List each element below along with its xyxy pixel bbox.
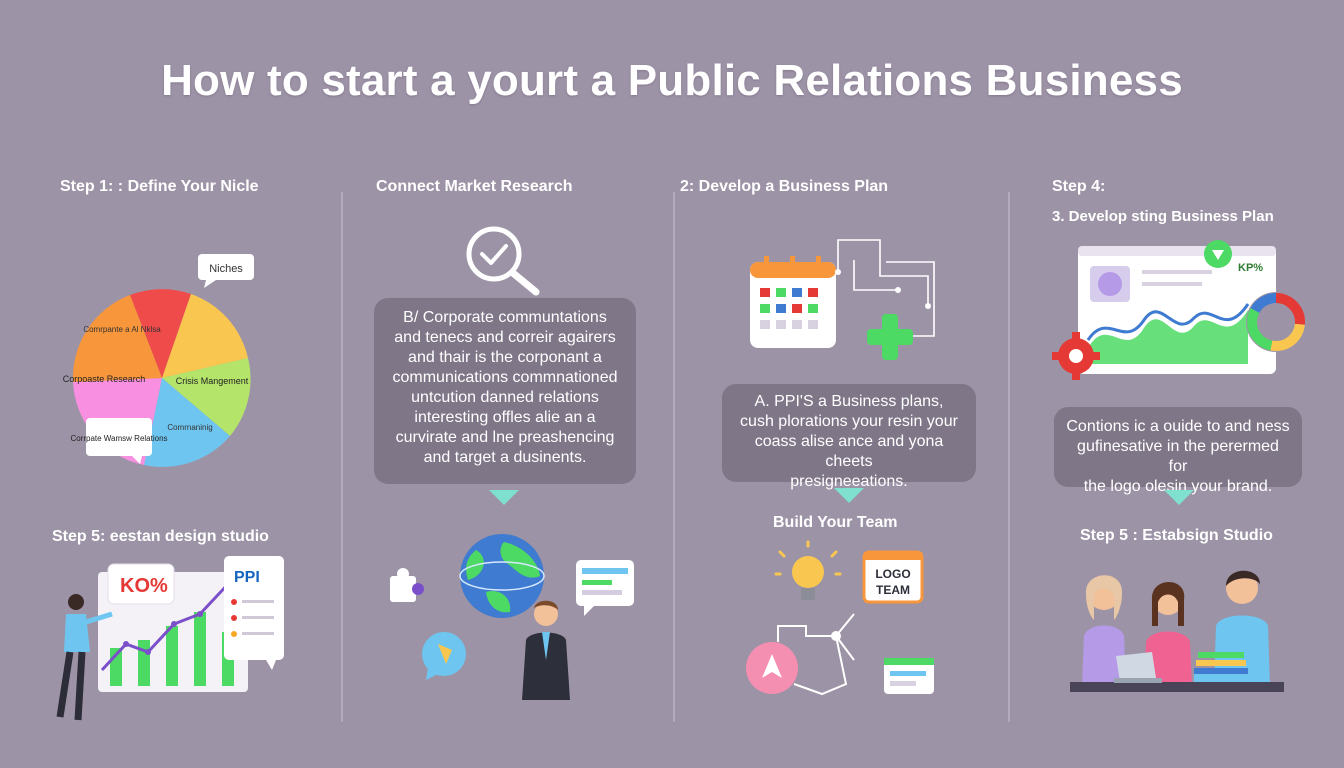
step-5-heading-left: Step 5: eestan design studio	[52, 528, 269, 545]
column-divider-3	[1008, 192, 1010, 722]
step-4-label: Step 4:	[1052, 178, 1106, 195]
step-5-heading-right: Step 5 : Estabsign Studio	[1080, 527, 1273, 544]
bubble-line: the logo olesin your brand.	[1083, 478, 1273, 495]
bubble-line: B/ Corporate communtations	[403, 309, 607, 326]
logo-card-icon: LOGO TEAM	[862, 550, 924, 604]
chat-bubble-icon	[422, 632, 466, 680]
pie-label-1: Comrpante a Al Nklsa	[83, 325, 161, 334]
donut-chart-icon	[1246, 292, 1306, 352]
step-1-heading: Step 1: : Define Your Nicle	[60, 178, 259, 195]
bubble-line: and thair is the corponant a	[408, 349, 602, 366]
logo-text: LOGO	[875, 567, 910, 581]
lightbulb-icon	[774, 540, 842, 600]
arrow-up-icon	[746, 642, 798, 694]
business-plan-bubble: A. PPI'S a Business plans, cush ploratio…	[722, 384, 976, 490]
pie-label-4: Comrnaninig	[167, 423, 212, 432]
ppi-card-text: PPI	[234, 569, 260, 586]
pie-label-3: Crisis Mangement	[176, 376, 249, 386]
calendar-icon	[750, 239, 935, 360]
pie-label-2: Corpoaste Research	[63, 374, 146, 384]
page-title: How to start a yourt a Public Relations …	[161, 56, 1183, 105]
build-team-heading: Build Your Team	[773, 514, 898, 531]
network-icon	[777, 613, 855, 696]
market-research-illustration	[390, 534, 634, 700]
bubble-line: Contions ic a ouide to and ness	[1066, 418, 1290, 435]
laptop-icon	[1114, 652, 1162, 683]
bubble-line: presigneeations.	[790, 473, 908, 490]
bubble-line: gufinesative in the perermed for	[1077, 438, 1279, 475]
chat-window-icon	[576, 560, 634, 616]
kpi-label: KP%	[1238, 262, 1263, 274]
bubble-line: coass alise ance and yona cheets	[754, 433, 944, 470]
businessman-icon	[522, 600, 570, 700]
magnifier-check-icon	[466, 226, 540, 296]
globe-icon	[459, 534, 545, 618]
brand-guide-bubble: Contions ic a ouide to and ness gufinesa…	[1054, 407, 1302, 495]
business-plan-heading: 2: Develop a Business Plan	[680, 178, 889, 195]
column-divider-2	[673, 192, 675, 722]
market-research-bubble: B/ Corporate communtations and tenecs an…	[374, 298, 636, 484]
build-team-illustration: LOGO TEAM	[746, 540, 934, 696]
gear-icon	[1052, 332, 1100, 380]
pie-label-5: Corrpate Wamsw Relations	[70, 434, 167, 443]
pie-label-niches: Niches	[209, 263, 243, 275]
pointer-arrow	[1164, 490, 1194, 505]
bubble-line: and tenecs and correir agairers	[394, 329, 616, 346]
team-icon	[1070, 570, 1284, 692]
pointer-arrow	[834, 488, 864, 503]
pointer-arrow	[489, 490, 519, 505]
pie-chart-icon: Niches Comrpante a Al Nklsa Corpoaste Re…	[63, 254, 254, 467]
kpi-card-text: KO%	[120, 575, 168, 597]
bubble-line: interesting offles alie an a	[414, 409, 596, 426]
bubble-line: and target a dusinents.	[423, 449, 587, 466]
presenter-icon	[56, 594, 113, 721]
team-text: TEAM	[876, 583, 910, 597]
browser-window-icon	[884, 658, 934, 694]
bubble-line: cush plorations your resin your	[740, 413, 958, 430]
bubble-line: curvirate and lne preashencing	[395, 429, 615, 446]
puzzle-icon	[390, 568, 424, 602]
column-divider-1	[341, 192, 343, 722]
step-4-heading: 3. Develop sting Business Plan	[1052, 208, 1274, 225]
document-icon: PPI	[224, 556, 284, 670]
growth-chart-icon: KO% PPI	[56, 556, 284, 721]
bubble-line: A. PPI'S a Business plans,	[754, 393, 944, 410]
plus-icon	[867, 314, 913, 360]
market-research-heading: Connect Market Research	[376, 178, 573, 195]
bubble-line: communications commnationed	[392, 369, 618, 386]
bubble-line: untcution danned relations	[411, 389, 599, 406]
dashboard-icon: KP%	[1052, 240, 1306, 380]
